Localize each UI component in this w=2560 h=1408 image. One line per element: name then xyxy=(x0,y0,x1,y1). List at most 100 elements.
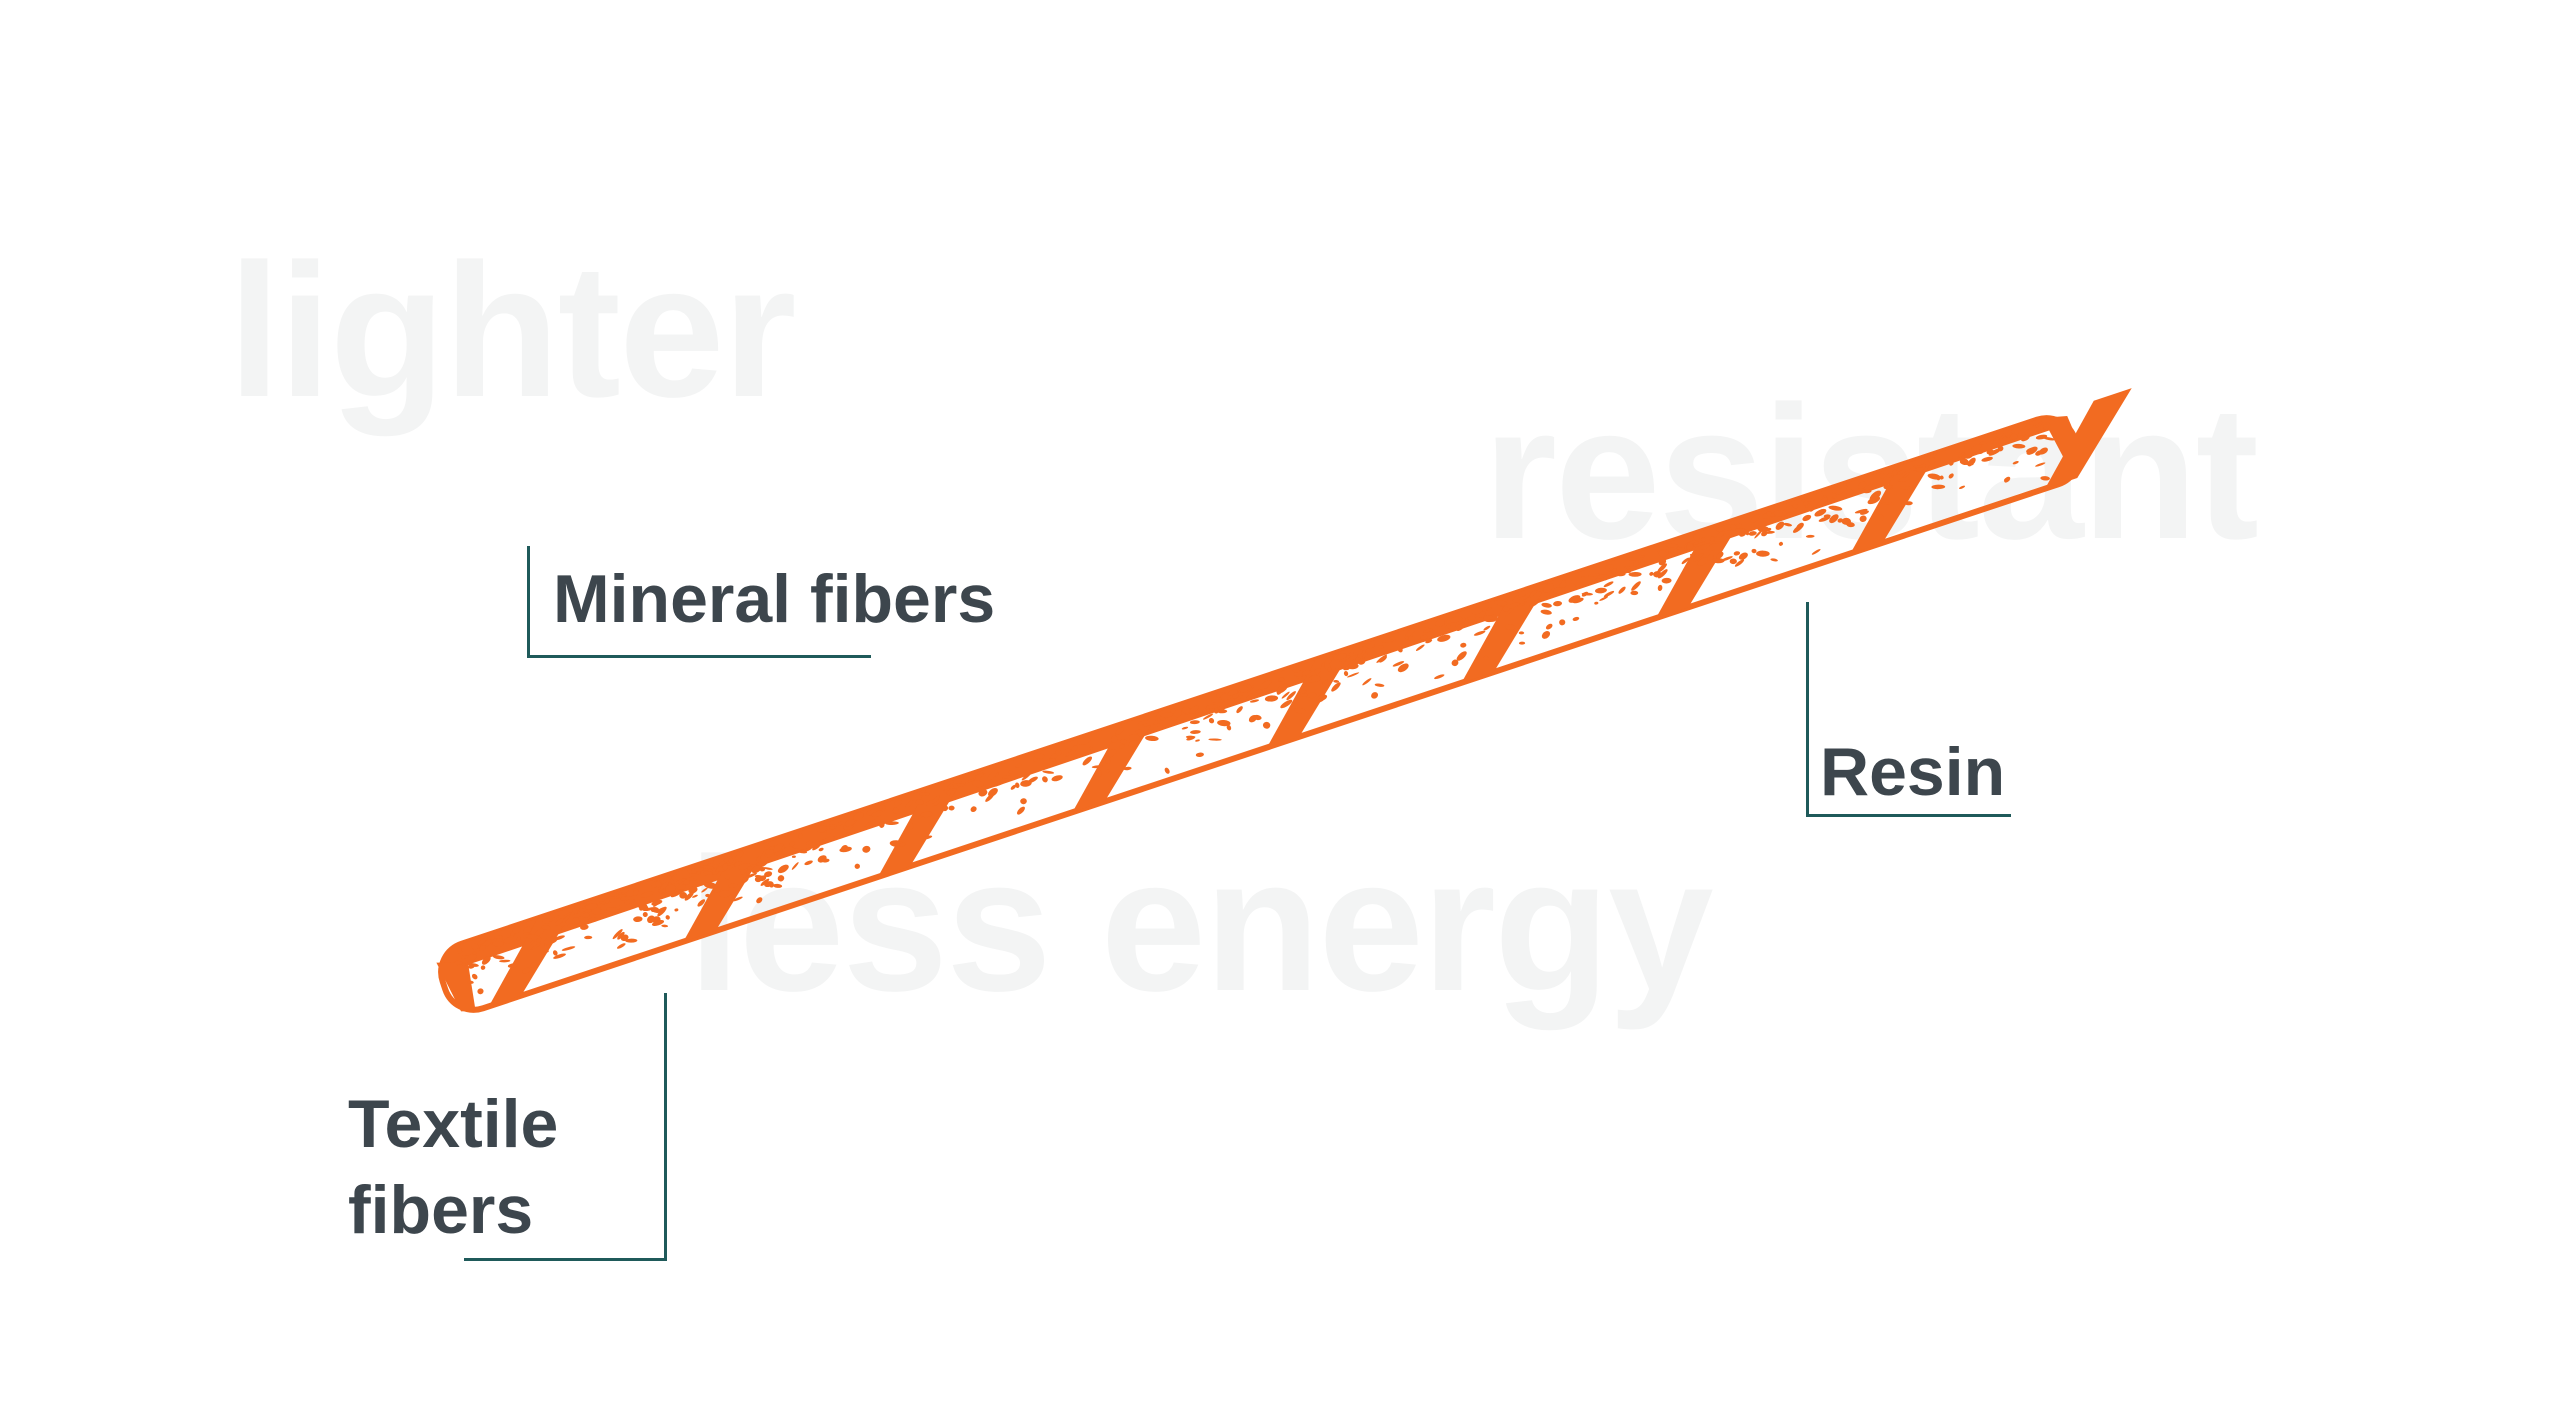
rod-fiber-speckle xyxy=(1931,484,1946,490)
rod-fiber-speckle xyxy=(1105,759,1111,765)
rod-fiber-speckle xyxy=(1877,514,1884,522)
rod-fiber-speckle xyxy=(580,924,589,930)
rod-fiber-speckle xyxy=(1451,659,1459,667)
rod-fiber-speckle xyxy=(1379,656,1388,663)
rod-fiber-speckle xyxy=(724,874,730,880)
rod-fiber-speckle xyxy=(1512,598,1526,604)
rod-fiber-speckle xyxy=(1518,631,1525,635)
rod-fiber-speckle xyxy=(2043,422,2051,430)
rod-fiber-speckle xyxy=(1658,550,1667,558)
rod-fiber-speckle xyxy=(728,894,735,900)
rod-fiber-speckle xyxy=(727,883,738,888)
rod-fiber-speckle xyxy=(1611,568,1617,574)
rod-fiber-speckle xyxy=(1405,628,1416,637)
rod-fiber-speckle xyxy=(1694,542,1705,548)
rod-fiber-speckle xyxy=(1764,530,1775,534)
rod-fiber-speckle xyxy=(1801,498,1815,502)
rod-fiber-speckle xyxy=(1092,770,1102,780)
rod-fiber-speckle xyxy=(728,857,734,864)
rod-fiber-speckle xyxy=(1720,556,1733,562)
rod-fiber-speckle xyxy=(1757,525,1770,533)
rod-fiber-speckle xyxy=(1948,473,1954,479)
rod-fiber-speckle xyxy=(1264,695,1277,702)
rod-fiber-speckle xyxy=(600,909,605,914)
rod-fiber-speckle xyxy=(1738,552,1748,560)
rod-spiral-stripe xyxy=(2045,388,2132,489)
rod-fiber-speckle xyxy=(1016,806,1025,815)
rod-fiber-speckle xyxy=(1828,505,1843,511)
rod-fiber-speckle xyxy=(1686,543,1694,550)
rod-fiber-speckle xyxy=(931,795,941,804)
rod-fiber-speckle xyxy=(949,788,957,791)
rod-fiber-speckle xyxy=(1232,693,1239,699)
rod-fiber-speckle xyxy=(1456,622,1465,631)
label-textile-fibers-line-2: fibers xyxy=(348,1172,534,1248)
rod-fiber-speckle xyxy=(1861,489,1872,494)
rod-fiber-speckle xyxy=(970,806,977,813)
rod-fiber-speckle xyxy=(1316,697,1325,703)
rod-fiber-speckle xyxy=(734,860,742,867)
rod-fiber-speckle xyxy=(562,914,571,923)
rod-fiber-speckle xyxy=(768,881,774,888)
rod-fiber-speckle xyxy=(1333,654,1339,661)
rod-fiber-speckle xyxy=(1898,476,1910,482)
rod-fiber-speckle xyxy=(1358,658,1366,665)
rod-fiber-speckle xyxy=(1886,473,1892,479)
rod-fiber-speckle xyxy=(2004,476,2011,483)
rod-fiber-speckle xyxy=(994,781,1005,787)
rod-fiber-speckle xyxy=(1120,739,1127,744)
rod-fiber-speckle xyxy=(460,955,469,960)
rod-fiber-speckle xyxy=(2012,461,2019,465)
rod-spiral-stripe xyxy=(1655,517,1743,619)
rod-fiber-speckle xyxy=(1286,691,1296,701)
rod-fiber-speckle xyxy=(1105,749,1117,758)
rod-fiber-speckle xyxy=(1928,457,1936,464)
rod-spiral-stripe xyxy=(877,776,965,877)
rod-fiber-speckle xyxy=(1145,735,1159,742)
rod-fiber-speckle xyxy=(1020,798,1027,805)
rod-fiber-speckle xyxy=(1770,558,1778,562)
rod-fiber-speckle xyxy=(1301,670,1312,676)
rod-fiber-speckle xyxy=(1823,514,1831,518)
rod-fiber-speckle xyxy=(1624,566,1632,569)
rod-fiber-speckle xyxy=(542,918,552,924)
rod-fiber-speckle xyxy=(660,889,666,893)
rod-fiber-speckle xyxy=(2021,435,2030,442)
rod-fiber-speckle xyxy=(1377,645,1385,649)
rod-fiber-speckle xyxy=(1541,630,1551,639)
rod-fiber-speckle xyxy=(471,943,479,950)
rod-spiral-stripe xyxy=(1850,452,1938,554)
rod-fiber-speckle xyxy=(1253,714,1262,721)
rod-fiber-speckle xyxy=(523,926,532,934)
rod-fiber-speckle xyxy=(965,778,976,784)
leader-line-mineral-fibers-vertical xyxy=(527,546,530,658)
rod-fiber-speckle xyxy=(671,874,681,882)
rod-fiber-speckle xyxy=(1805,534,1815,538)
rod-fiber-speckle xyxy=(694,867,704,872)
rod-fiber-speckle xyxy=(921,835,933,840)
rod-fiber-speckle xyxy=(596,904,602,908)
rod-fiber-speckle xyxy=(821,858,830,863)
rod-fiber-speckle xyxy=(1904,501,1913,506)
rod-fiber-speckle xyxy=(688,886,698,894)
rod-fiber-speckle xyxy=(1233,695,1244,701)
rod-fiber-speckle xyxy=(1869,490,1882,501)
rod-fiber-speckle xyxy=(1292,669,1300,673)
rod-fiber-speckle xyxy=(946,790,951,796)
rod-fiber-speckle xyxy=(454,960,463,965)
rod-fiber-speckle xyxy=(1631,581,1641,591)
rod-fiber-speckle xyxy=(1553,600,1563,607)
rod-fiber-speckle xyxy=(541,925,551,930)
rod-fiber-speckle xyxy=(1194,712,1202,718)
rod-fiber-speckle xyxy=(1202,708,1208,714)
rod-fiber-speckle xyxy=(1783,522,1793,527)
rod-fiber-speckle xyxy=(1802,514,1812,522)
rod-fiber-speckle xyxy=(1327,667,1332,672)
rod-fiber-speckle xyxy=(1189,705,1199,714)
rod-fiber-speckle xyxy=(1324,656,1334,666)
rod-fiber-speckle xyxy=(985,792,995,802)
rod-fiber-speckle xyxy=(1803,500,1809,507)
rod-fiber-speckle xyxy=(1065,750,1076,756)
rod-fiber-speckle xyxy=(773,842,784,853)
